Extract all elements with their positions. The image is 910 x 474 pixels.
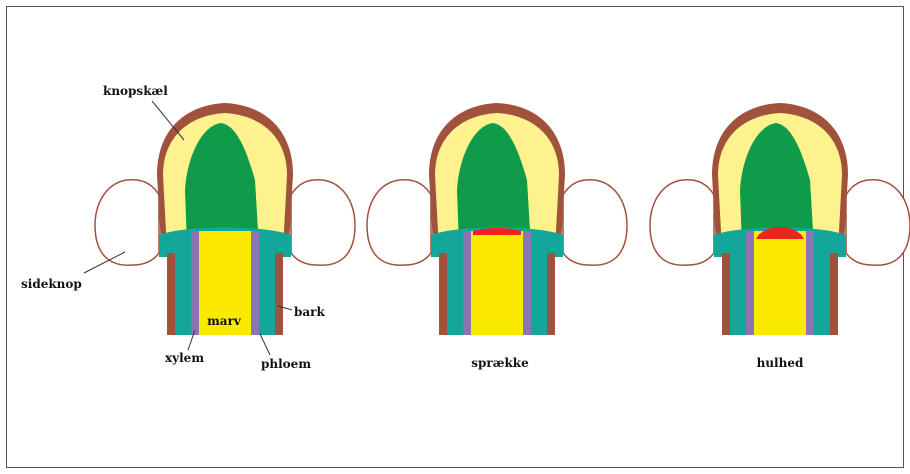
bud-hollow xyxy=(650,103,910,335)
label-pith: marv xyxy=(207,314,242,328)
caption-crack: sprække xyxy=(471,356,529,370)
label-phloem: phloem xyxy=(261,357,311,371)
bud-normal xyxy=(95,103,355,335)
caption-hollow: hulhed xyxy=(757,356,804,370)
bud-crack xyxy=(367,103,627,335)
label-xylem: xylem xyxy=(165,351,204,365)
label-bud-scale: knopskæl xyxy=(103,84,168,98)
leader-phloem xyxy=(260,334,270,355)
label-side-bud: sideknop xyxy=(21,277,82,291)
label-bark: bark xyxy=(294,305,325,319)
